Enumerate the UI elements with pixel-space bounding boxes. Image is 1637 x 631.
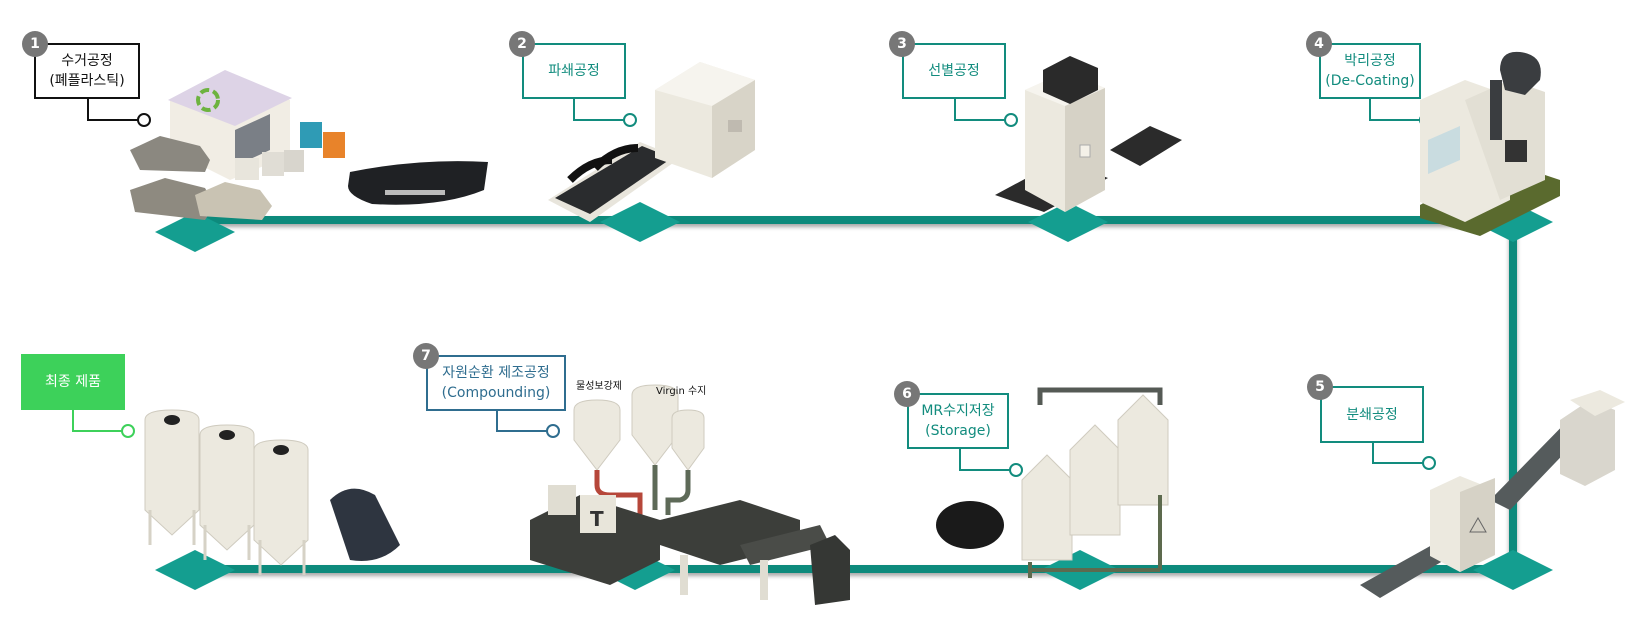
step-7-title: 자원순환 제조공정 (442, 365, 550, 381)
connector-1 (87, 99, 138, 121)
step-6-title: MR수지저장 (921, 403, 995, 419)
warehouse-cars-icon (130, 70, 488, 220)
pad-final (155, 550, 235, 590)
connector-5-dot (1422, 456, 1436, 470)
track-right (1509, 216, 1517, 570)
connector-3-dot (1004, 113, 1018, 127)
connector-final-dot (121, 424, 135, 438)
pad-step-2 (600, 202, 680, 242)
hopper-label-additive: 물성보강제 (576, 381, 622, 392)
crusher-conveyor-icon (548, 62, 755, 222)
step-7-subtitle: (Compounding) (441, 385, 551, 401)
pad-step-1 (155, 212, 235, 252)
step-2-badge: 2 (509, 31, 535, 57)
step-3-title: 선별공정 (928, 63, 980, 79)
grinder-conveyor-icon (1360, 390, 1625, 598)
step-5-title: 분쇄공정 (1346, 406, 1398, 423)
step-5-label: 분쇄공정 (1320, 386, 1424, 443)
step-1-title: 수거공정 (61, 53, 113, 69)
connector-2-dot (623, 113, 637, 127)
storage-tanks-icon (936, 387, 1169, 578)
step-5-badge: 5 (1307, 374, 1333, 400)
step-2-title: 파쇄공정 (548, 63, 600, 79)
track-top (185, 216, 1515, 224)
step-3-label: 선별공정 (902, 43, 1006, 99)
step-2-label: 파쇄공정 (522, 43, 626, 99)
silos-icon (144, 409, 400, 575)
step-1-subtitle: (폐플라스틱) (49, 73, 125, 89)
connector-1-dot (137, 113, 151, 127)
sorting-machine-icon (995, 56, 1182, 212)
pellet-pile-icon (936, 501, 1004, 549)
connector-7-dot (546, 424, 560, 438)
hopper-label-virgin: Virgin 수지 (656, 386, 707, 397)
step-7-label: 자원순환 제조공정 (Compounding) (426, 355, 566, 411)
svg-text:T: T (590, 507, 604, 531)
pellet-bucket-icon (330, 488, 400, 561)
pad-step-3 (1028, 202, 1108, 242)
pad-step-5 (1473, 550, 1553, 590)
step-4-subtitle: (De-Coating) (1325, 73, 1415, 89)
step-4-badge: 4 (1306, 31, 1332, 57)
step-3-badge: 3 (889, 31, 915, 57)
step-7-badge: 7 (413, 343, 439, 369)
step-6-badge: 6 (894, 381, 920, 407)
final-product-title: 최종 제품 (45, 374, 101, 390)
step-4-title: 박리공정 (1344, 53, 1396, 69)
step-1-badge: 1 (22, 31, 48, 57)
step-4-label: 박리공정 (De-Coating) (1319, 43, 1421, 99)
extruder-icon: T (530, 384, 850, 605)
step-6-label: MR수지저장 (Storage) (907, 393, 1009, 449)
step-1-label: 수거공정 (폐플라스틱) (34, 43, 140, 99)
decoating-machine-icon (1420, 51, 1560, 236)
step-6-subtitle: (Storage) (925, 423, 991, 439)
connector-6-dot (1009, 463, 1023, 477)
final-product-label: 최종 제품 (21, 354, 125, 410)
